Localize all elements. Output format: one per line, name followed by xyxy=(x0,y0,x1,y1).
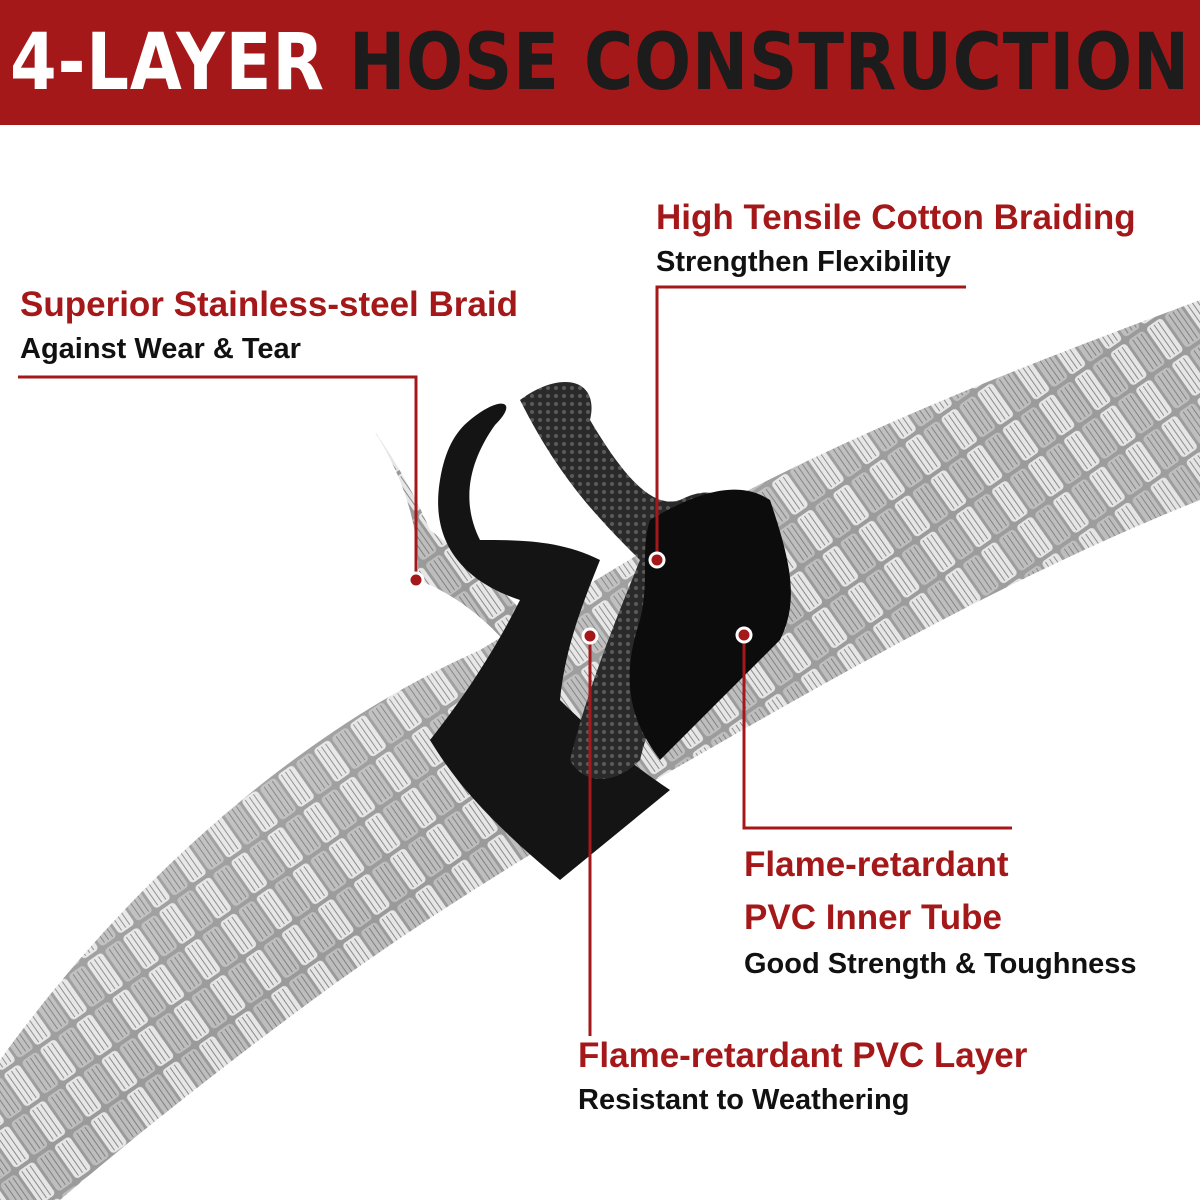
marker-dot-pvc-layer xyxy=(581,627,599,645)
callout-steel-braid-title: Superior Stainless-steel Braid xyxy=(20,285,518,324)
callout-cotton-subtitle: Strengthen Flexibility xyxy=(656,246,951,278)
leader-line-steel xyxy=(18,375,418,580)
callout-cotton-braiding: High Tensile Cotton Braiding Strengthen … xyxy=(656,195,1136,283)
hose-diagram: Superior Stainless-steel Braid Against W… xyxy=(0,125,1200,1200)
leader-line-cotton xyxy=(655,285,966,560)
cotton-braid-layer xyxy=(520,381,745,779)
marker-dot-inner-tube xyxy=(735,626,753,644)
callout-inner-tube-title-line1: Flame-retardant xyxy=(744,845,1009,884)
callout-pvc-layer-subtitle: Resistant to Weathering xyxy=(578,1084,910,1116)
callout-pvc-layer: Flame-retardant PVC Layer Resistant to W… xyxy=(578,1033,1027,1121)
callout-pvc-layer-title: Flame-retardant PVC Layer xyxy=(578,1036,1028,1075)
callout-inner-tube-subtitle: Good Strength & Toughness xyxy=(744,948,1137,980)
hose-cutaway-illustration xyxy=(0,285,1200,1200)
marker-dot-steel xyxy=(407,571,425,589)
callout-inner-tube-title-line2: PVC Inner Tube xyxy=(744,898,1002,937)
header-banner: 4-LAYER HOSE CONSTRUCTION xyxy=(0,0,1200,125)
callout-inner-tube: Flame-retardant PVC Inner Tube Good Stre… xyxy=(744,837,1137,985)
marker-dot-cotton xyxy=(648,551,666,569)
title-white-part: 4-LAYER xyxy=(10,17,325,108)
leader-line-inner-tube xyxy=(742,635,1012,830)
title-dark-part: HOSE CONSTRUCTION xyxy=(349,17,1191,108)
callout-steel-braid-subtitle: Against Wear & Tear xyxy=(20,333,301,365)
callout-steel-braid: Superior Stainless-steel Braid Against W… xyxy=(20,282,518,370)
page-title: 4-LAYER HOSE CONSTRUCTION xyxy=(10,18,1190,108)
inner-pvc-tube xyxy=(629,489,791,760)
callout-cotton-title: High Tensile Cotton Braiding xyxy=(656,198,1136,237)
